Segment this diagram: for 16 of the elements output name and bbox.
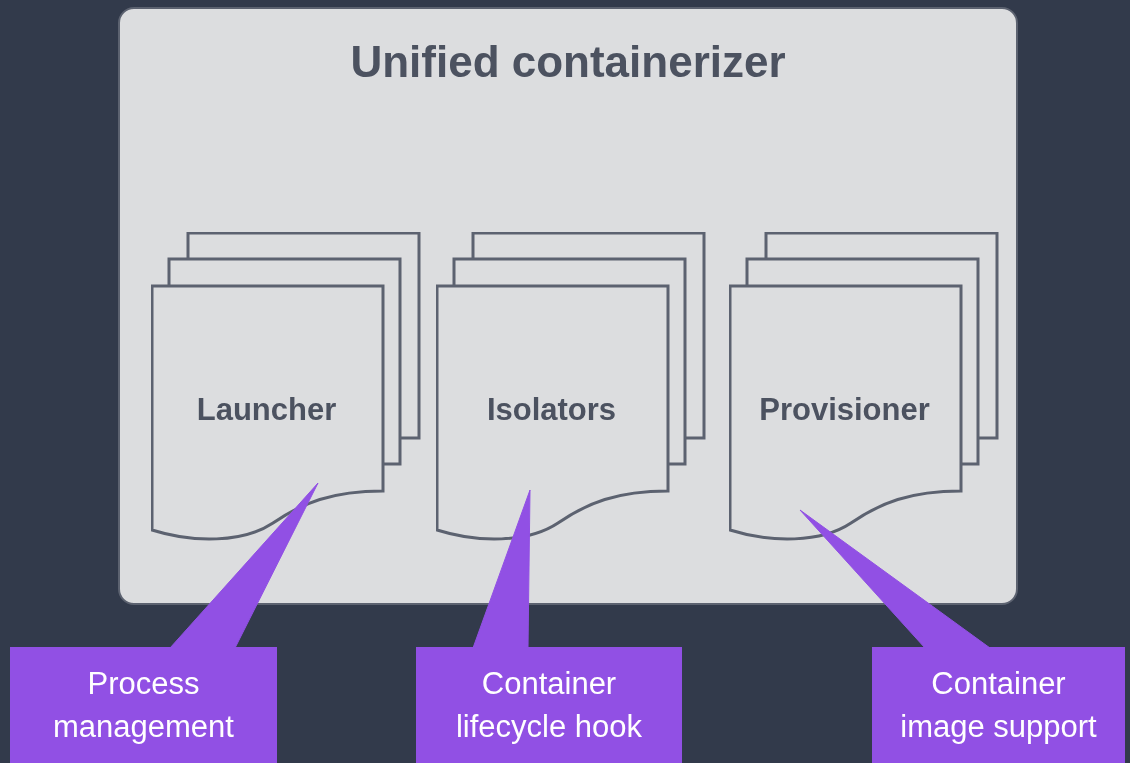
stack-label: Launcher [195,392,338,428]
callout-pointer [169,482,319,649]
callout-pointer [472,489,531,649]
callout-box [10,647,277,763]
stack-label: Isolators [485,392,618,428]
container-panel [118,7,1018,605]
callout-pointer [799,509,991,649]
callout-text: Container image support [899,665,1098,746]
callout-box [872,647,1125,763]
callout-text: Process management [52,665,235,746]
stack-label: Provisioner [758,392,931,428]
panel-title: Unified containerizer [349,37,787,87]
callout-text: Container lifecycle hook [454,665,644,746]
document-stack [151,232,421,544]
document-stack [436,232,706,544]
document-stack [729,232,999,544]
